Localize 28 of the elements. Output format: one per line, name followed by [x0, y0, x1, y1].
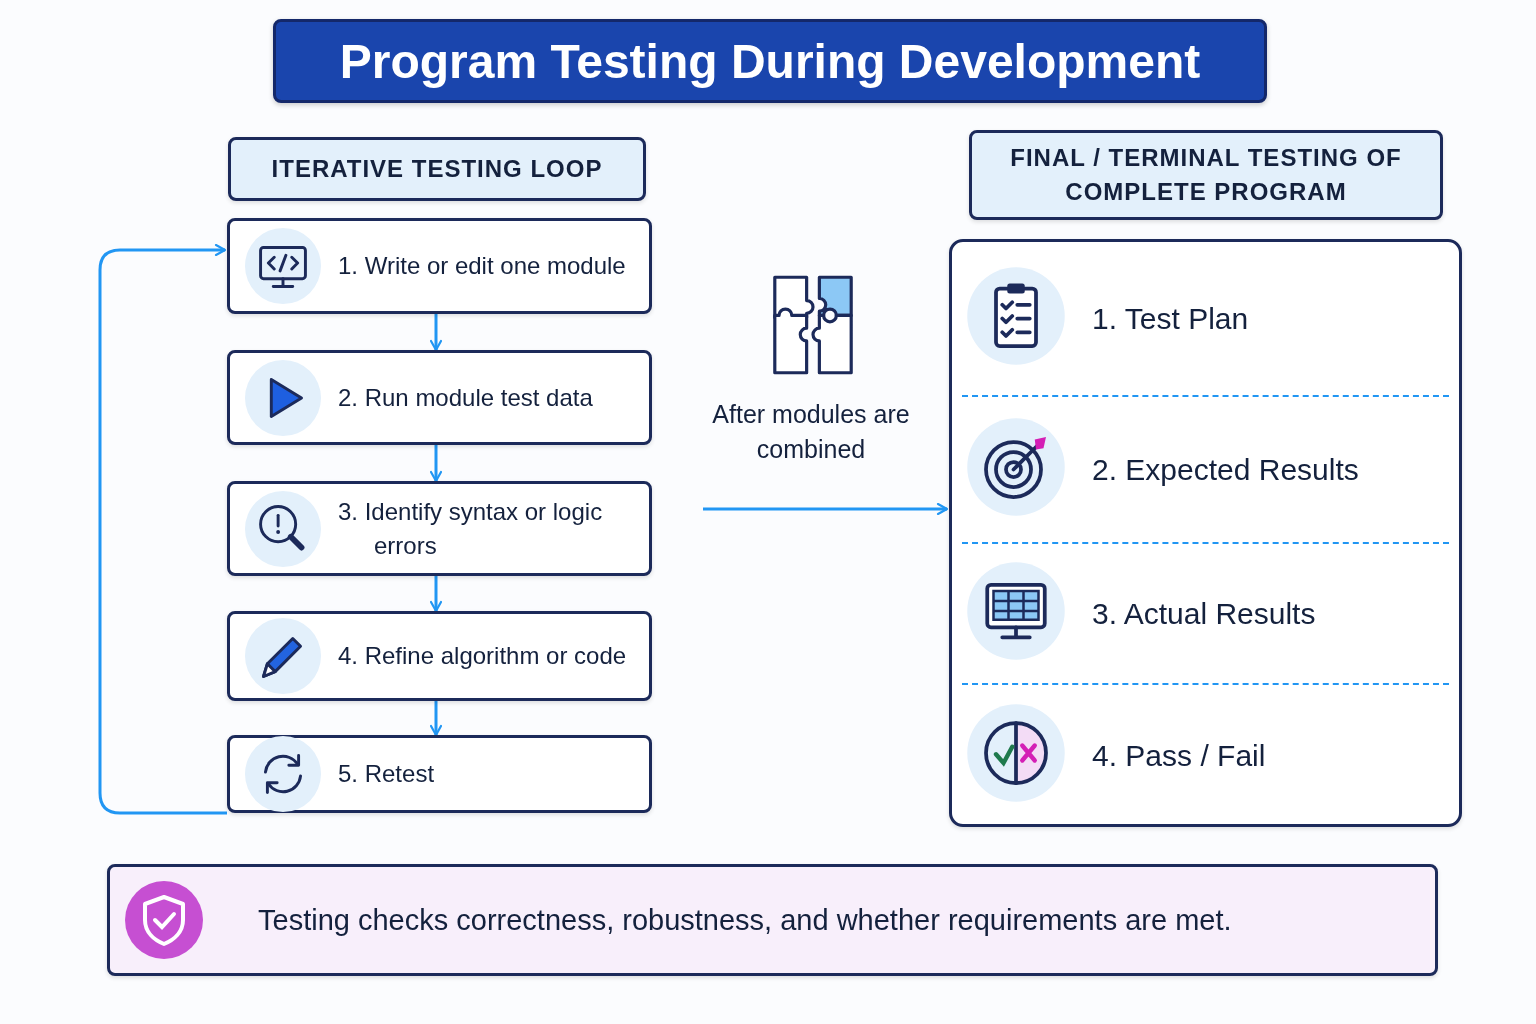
step-label: 3. Identify syntax or logic errors — [338, 496, 604, 561]
arrow — [429, 576, 443, 613]
note-box — [107, 864, 1438, 976]
arrow — [429, 701, 443, 737]
step-label: 4. Refine algorithm or code — [338, 641, 627, 672]
step-box — [227, 350, 652, 445]
step-label: 5. Retest — [338, 759, 435, 790]
section-header — [228, 137, 646, 201]
step-label: 3. Actual Results — [1092, 595, 1316, 632]
arrow — [98, 243, 227, 815]
step-box — [227, 735, 652, 813]
arrow — [429, 314, 443, 352]
arrow — [429, 445, 443, 483]
title-banner: Program Testing During Development — [273, 19, 1267, 103]
step-label: 4. Pass / Fail — [1092, 738, 1266, 774]
step-label: 1. Write or edit one module — [338, 251, 626, 282]
section-heading: ITERATIVE TESTING LOOP — [271, 154, 603, 185]
step-box — [227, 611, 652, 701]
note-text: Testing checks correctness, robustness, and whether requirements are met. — [258, 902, 1232, 938]
step-box — [227, 481, 652, 576]
step-label: 2. Run module test data — [338, 382, 593, 413]
step-label: 1. Test Plan — [1092, 301, 1249, 337]
results-panel — [949, 239, 1462, 827]
section-heading: FINAL / TERMINAL TESTING OF COMPLETE PROGRAM — [1009, 143, 1403, 207]
step-label: 2. Expected Results — [1092, 451, 1359, 488]
arrow — [703, 502, 949, 516]
step-box — [227, 218, 652, 314]
section-header — [969, 130, 1443, 220]
